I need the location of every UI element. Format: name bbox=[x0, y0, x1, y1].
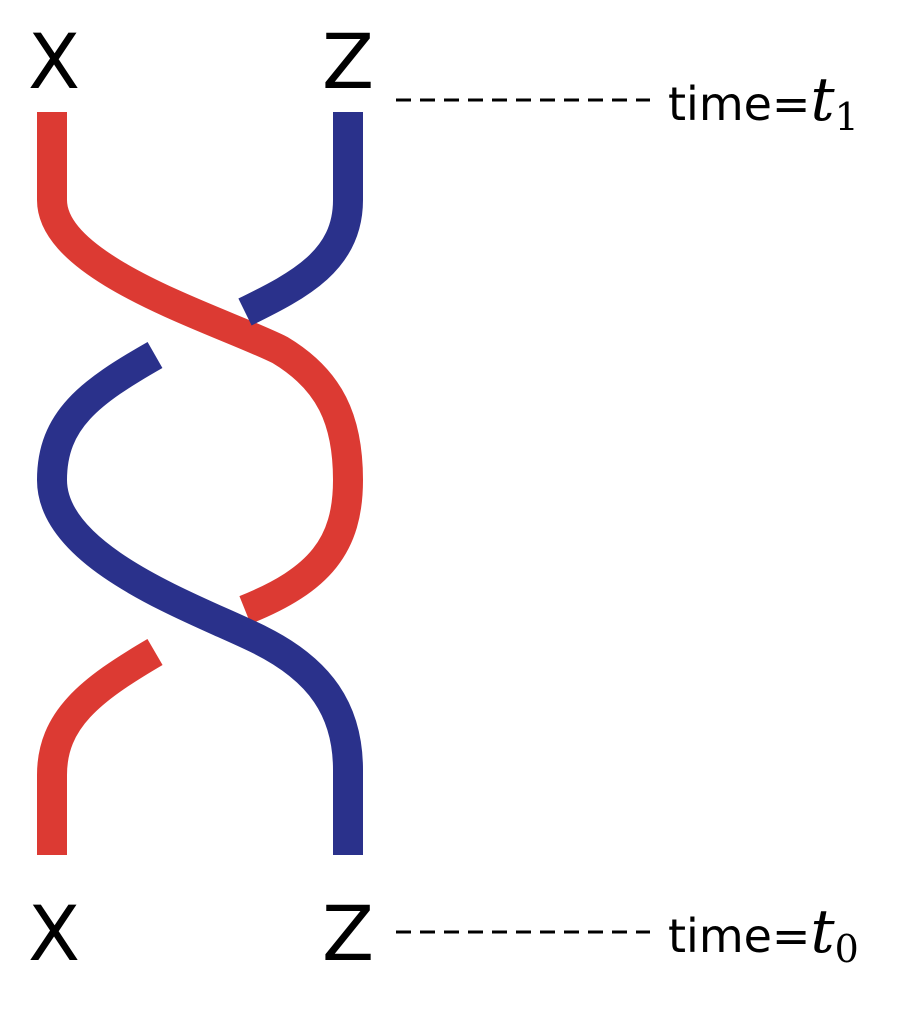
time-t1-label: time=t1 bbox=[668, 65, 859, 139]
label-bottom-z: Z bbox=[322, 889, 374, 978]
strand-x-lower-segment bbox=[37, 639, 163, 855]
strand-x-upper-segment bbox=[37, 112, 364, 624]
strand-z-main-segment bbox=[36, 341, 363, 855]
label-top-z: Z bbox=[322, 17, 374, 106]
time-t0-label: time=t0 bbox=[668, 897, 859, 971]
strand-z-top-segment bbox=[238, 112, 363, 326]
label-top-x: X bbox=[28, 17, 80, 106]
label-bottom-x: X bbox=[28, 889, 80, 978]
